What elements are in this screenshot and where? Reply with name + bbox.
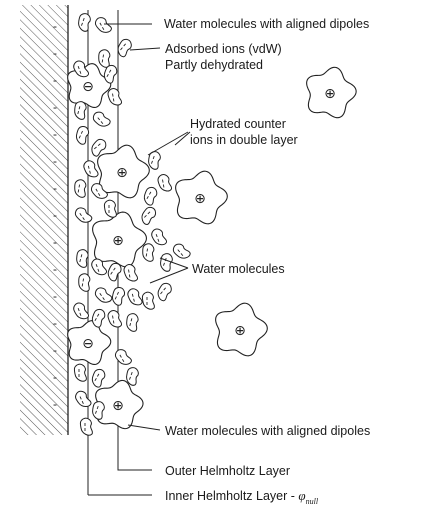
water-molecule-icon (117, 38, 132, 58)
surface-charges: - - - - - - - - - - - - - - - (53, 19, 57, 411)
negative-charge-mark: - (53, 343, 57, 357)
hydrated-ion-icon: ⊕ (215, 302, 268, 357)
water-molecule-icon (141, 291, 155, 310)
negative-charge-mark: - (53, 370, 57, 384)
water-molecule-icon (92, 401, 105, 420)
water-molecule-icon (76, 249, 89, 268)
water-molecule-icon (107, 310, 123, 328)
label-top-dipoles: Water molecules with aligned dipoles (164, 17, 369, 31)
electrode-wall (20, 5, 69, 435)
water-molecule-icon (74, 207, 93, 223)
plus-icon: ⊕ (116, 165, 128, 181)
water-molecule-icon (76, 126, 90, 145)
water-molecule-icon (151, 228, 168, 246)
negative-charge-mark: - (53, 262, 57, 276)
label-hydrated-2: ions in double layer (190, 133, 298, 147)
label-inner-text: Inner Helmholtz Layer - (165, 489, 298, 503)
hydrated-ion-icon: ⊕ (175, 170, 228, 225)
water-molecule-icon (103, 64, 118, 84)
water-molecule-icon (114, 349, 132, 365)
hydrated-ion-icon: ⊕ (97, 144, 150, 199)
water-molecule-icon (74, 101, 87, 120)
negative-charge-mark: - (53, 289, 57, 303)
water-molecule-icon (91, 368, 106, 388)
negative-charge-mark: - (53, 397, 57, 411)
water-molecule-icon (103, 199, 117, 218)
water-molecule-icon (160, 253, 173, 272)
negative-charge-mark: - (53, 46, 57, 60)
ions-group: ⊖ ⊕ ⊕ ⊕ ⊖ ⊕ ⊕ ⊕ (67, 63, 357, 430)
water-molecule-icon (157, 174, 173, 192)
water-molecule-icon (94, 17, 112, 33)
water-molecule-icon (91, 138, 107, 157)
plus-icon: ⊕ (234, 323, 246, 339)
water-molecule-icon (107, 262, 122, 282)
label-adsorbed-1: Adsorbed ions (vdW) (165, 42, 282, 56)
label-water: Water molecules (192, 262, 285, 276)
water-molecule-icon (94, 287, 113, 303)
water-molecule-icon (74, 179, 87, 198)
water-molecule-icon (91, 258, 108, 276)
water-molecule-icon (127, 288, 143, 306)
water-molecule-icon (78, 13, 91, 32)
negative-charge-mark: - (53, 100, 57, 114)
water-molecule-icon (112, 287, 126, 306)
plus-icon: ⊕ (112, 233, 124, 249)
water-molecule-icon (126, 367, 139, 386)
leader-lines (104, 23, 191, 431)
water-molecule-icon (78, 273, 91, 292)
water-molecule-icon (79, 417, 93, 436)
plus-icon: ⊕ (194, 191, 206, 207)
water-molecule-icon (143, 186, 158, 206)
water-molecule-icon (73, 60, 90, 78)
negative-charge-mark: - (53, 316, 57, 330)
water-molecule-icon (75, 390, 92, 408)
water-molecule-icon (91, 308, 106, 328)
hydrated-ion-icon: ⊖ (67, 320, 112, 366)
water-molecule-icon (73, 363, 87, 382)
hydrated-ion-icon: ⊖ (67, 63, 112, 109)
water-molecule-icon (92, 111, 111, 127)
label-outer-helmholtz: Outer Helmholtz Layer (165, 464, 290, 478)
label-hydrated-1: Hydrated counter (190, 117, 286, 131)
negative-charge-mark: - (53, 235, 57, 249)
water-molecule-icon (142, 243, 155, 262)
water-molecule-icon (126, 313, 139, 332)
minus-icon: ⊖ (82, 79, 94, 95)
water-molecule-icon (73, 302, 90, 320)
label-bottom-dipoles: Water molecules with aligned dipoles (165, 424, 370, 438)
water-molecules-group (73, 13, 191, 436)
water-molecule-icon (98, 49, 111, 68)
hydrated-ion-icon: ⊕ (92, 211, 147, 268)
negative-charge-mark: - (53, 154, 57, 168)
label-inner-helmholtz: Inner Helmholtz Layer - φnull (165, 488, 319, 506)
plus-icon: ⊕ (324, 86, 336, 102)
negative-charge-mark: - (53, 181, 57, 195)
water-molecule-icon (123, 264, 139, 282)
negative-charge-mark: - (53, 19, 57, 33)
minus-icon: ⊖ (82, 336, 94, 352)
label-adsorbed-2: Partly dehydrated (165, 58, 263, 72)
water-molecule-icon (172, 243, 191, 259)
phi-subscript: null (306, 497, 319, 506)
water-molecule-icon (83, 160, 99, 178)
negative-charge-mark: - (53, 208, 57, 222)
negative-charge-mark: - (53, 127, 57, 141)
water-molecule-icon (141, 206, 157, 225)
plus-icon: ⊕ (112, 398, 124, 414)
water-molecule-icon (107, 88, 123, 106)
negative-charge-mark: - (53, 73, 57, 87)
phi-symbol: φ (298, 488, 305, 503)
water-molecule-icon (157, 282, 172, 302)
water-molecule-icon (148, 151, 161, 170)
hydrated-ion-icon: ⊕ (306, 66, 357, 119)
water-molecule-icon (90, 183, 108, 199)
